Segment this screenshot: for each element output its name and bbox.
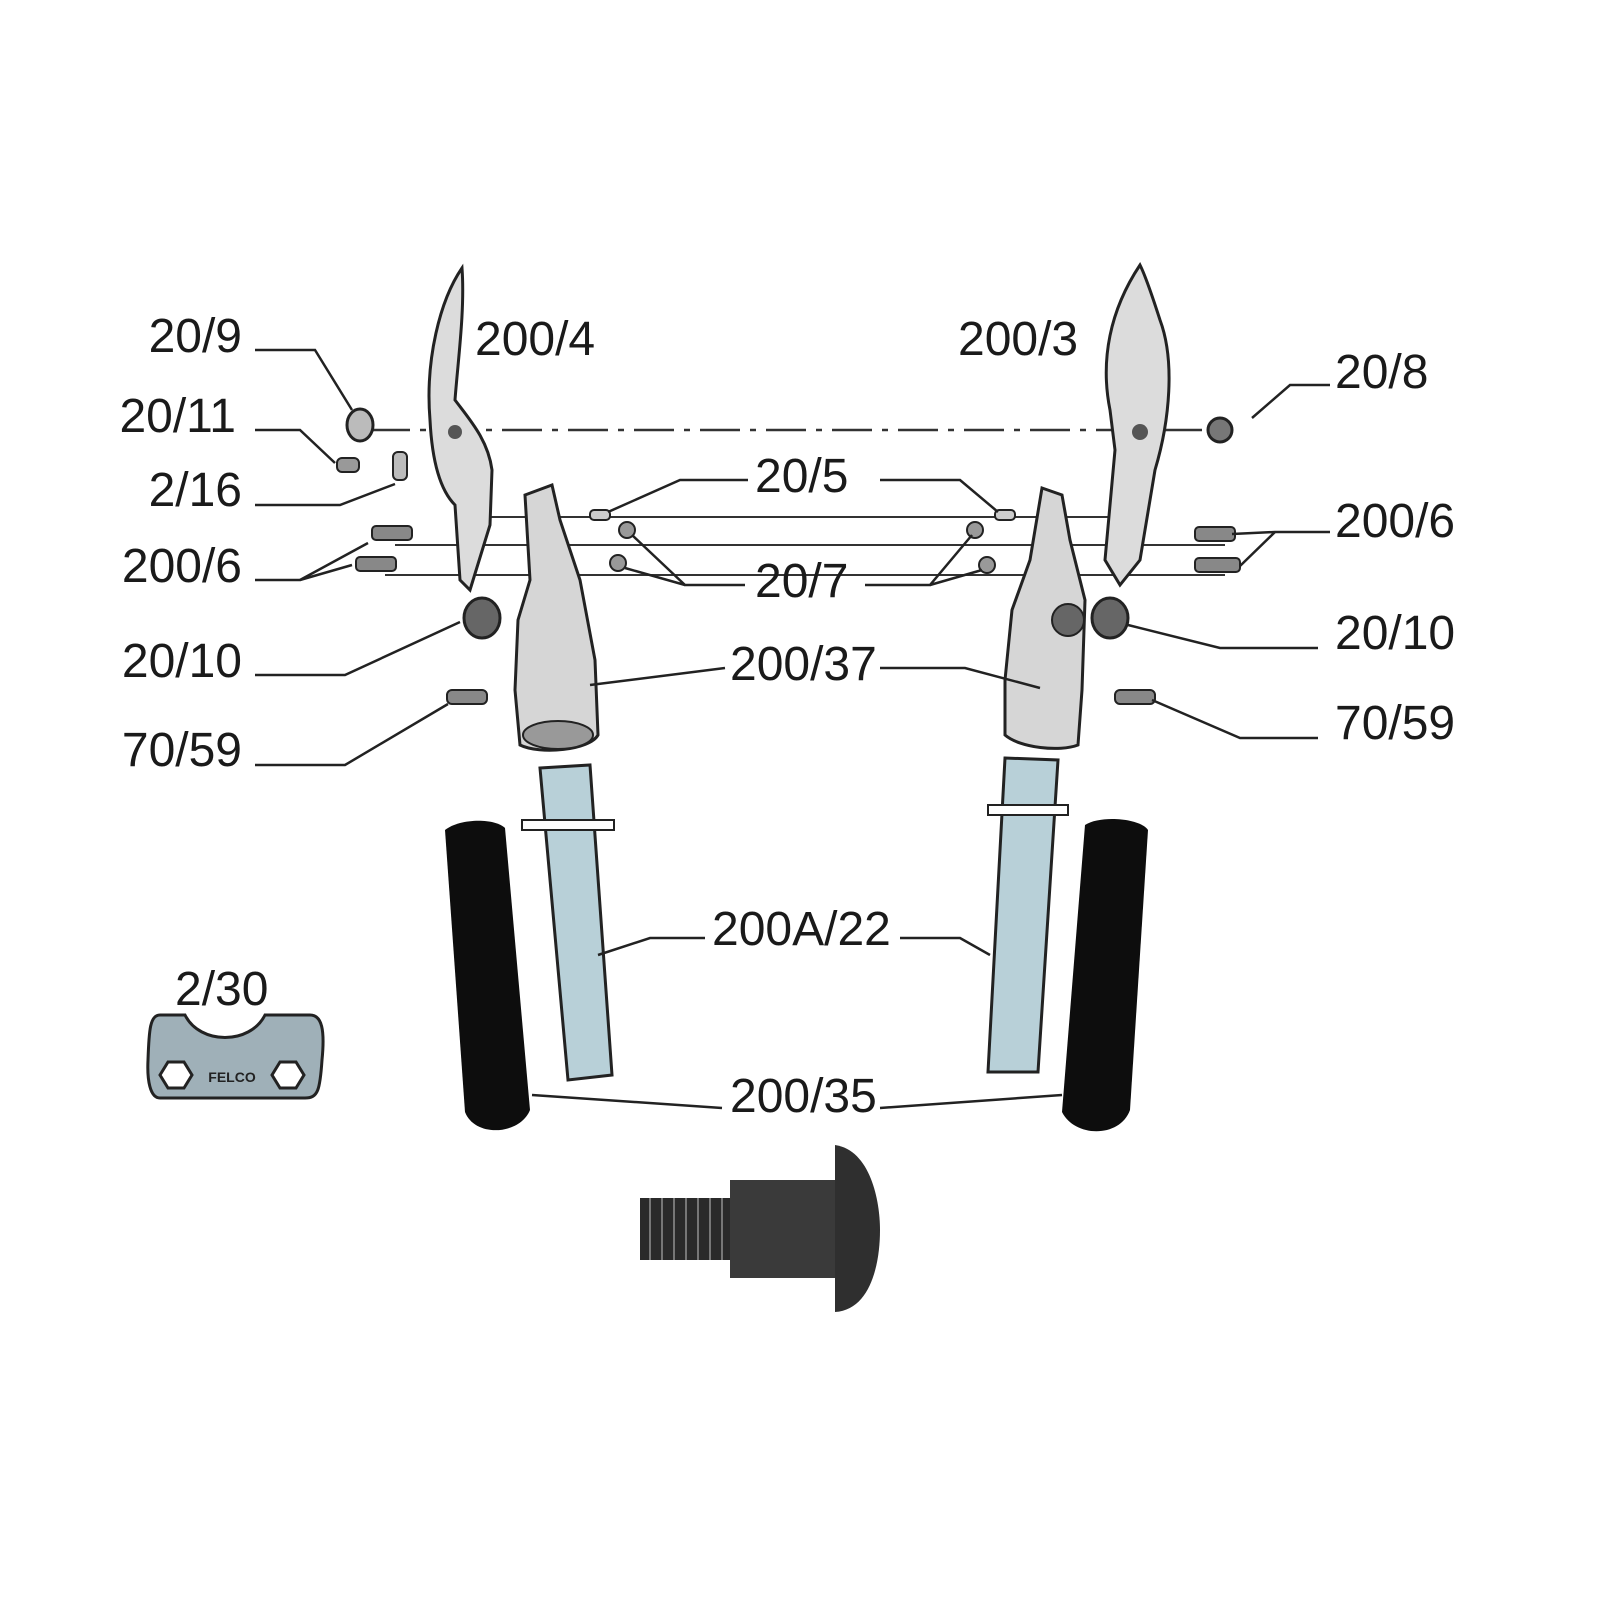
nut-20-7: [609, 554, 627, 572]
blade-hole: [1132, 424, 1148, 440]
blade-hole: [448, 425, 462, 439]
screw-200-6: [371, 525, 413, 541]
nut-20-8: [1206, 416, 1234, 444]
screw-200-6: [355, 556, 397, 572]
label-2-16: 2/16: [149, 464, 242, 517]
label-20-11: 20/11: [119, 390, 236, 443]
handle-opening: [522, 720, 594, 750]
wrench-logo: FELCO: [208, 1069, 256, 1085]
grip-left-200-35: [445, 820, 530, 1131]
label-70-59-right: 70/59: [1335, 697, 1455, 750]
pin-20-5: [994, 509, 1016, 521]
screw-20-11: [336, 457, 360, 473]
label-20-10-right: 20/10: [1335, 607, 1455, 660]
label-200-6-right: 200/6: [1335, 495, 1455, 548]
tube-right-200a-22: [986, 756, 1060, 1074]
screw-200-6: [1194, 526, 1236, 542]
nut-20-7: [978, 556, 996, 574]
handle-pivot: [1051, 603, 1085, 637]
label-70-59-left: 70/59: [122, 724, 242, 777]
tube-ring: [521, 819, 615, 831]
tube-left-200a-22: [538, 763, 614, 1082]
label-200-35: 200/35: [730, 1070, 877, 1123]
wrench-2-30: FELCO: [146, 1013, 325, 1100]
spring-catch-2-16: [392, 451, 408, 481]
leader-lines: [255, 348, 1330, 1110]
screw-200-6: [1194, 557, 1241, 573]
label-200-6-left: 200/6: [122, 540, 242, 593]
screw-70-59: [1114, 689, 1156, 705]
label-20-9: 20/9: [149, 310, 242, 363]
label-20-5: 20/5: [755, 450, 848, 503]
label-20-10-left: 20/10: [122, 635, 242, 688]
bumper-20-10: [462, 596, 502, 640]
screw-70-59: [446, 689, 488, 705]
bumper-20-10: [1090, 596, 1130, 640]
nut-20-7: [966, 521, 984, 539]
nut-20-7: [618, 521, 636, 539]
label-200-37: 200/37: [730, 638, 877, 691]
grip-right-200-35: [1062, 818, 1148, 1132]
label-2-30: 2/30: [175, 963, 268, 1016]
tube-ring: [987, 804, 1069, 816]
label-200-4: 200/4: [475, 313, 595, 366]
washer-20-9: [345, 407, 375, 443]
label-200a-22: 200A/22: [712, 903, 891, 956]
pin-20-5: [589, 509, 611, 521]
label-200-3: 200/3: [958, 313, 1078, 366]
center-bolt: [640, 1145, 880, 1312]
label-20-8: 20/8: [1335, 346, 1428, 399]
label-20-7: 20/7: [755, 555, 848, 608]
handle-left-200-37: [513, 482, 600, 752]
